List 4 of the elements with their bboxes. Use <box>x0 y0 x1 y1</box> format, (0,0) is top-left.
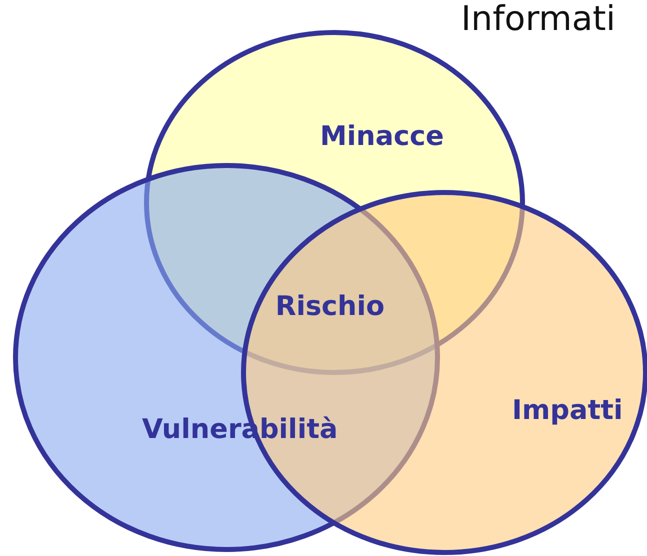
heading-text: Informati <box>461 2 616 36</box>
set-label: Minacce <box>320 123 444 150</box>
set-label: Impatti <box>512 397 623 424</box>
intersection-label: Rischio <box>275 292 385 320</box>
